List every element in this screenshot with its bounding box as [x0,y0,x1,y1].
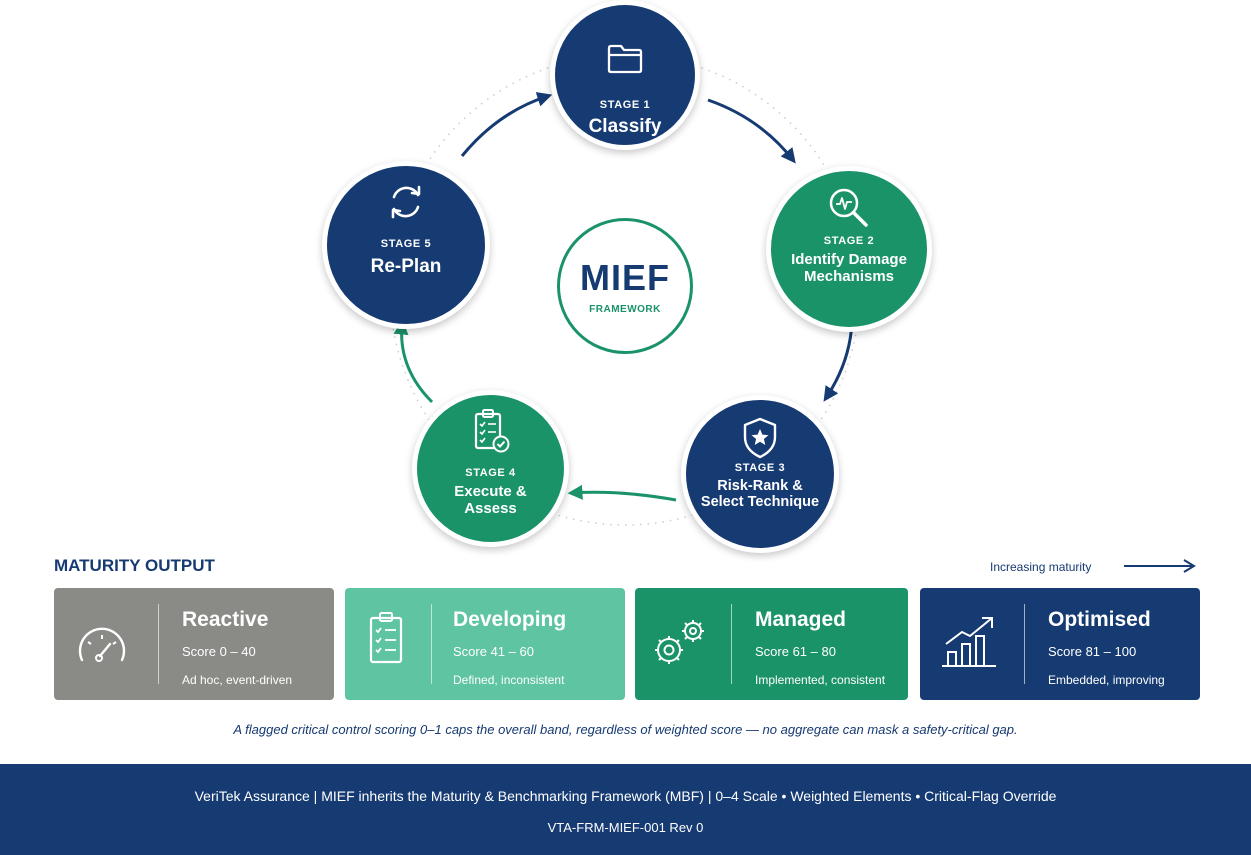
arrow-stage4-to-stage5 [393,319,434,404]
refresh-icon [391,185,421,219]
developing-desc: Defined, inconsistent [453,673,565,687]
developing-score: Score 41 – 60 [453,644,534,659]
maturity-card-optimised: Optimised Score 81 – 100 Embedded, impro… [920,588,1200,700]
stage-2-title: Identify Damage Mechanisms [771,251,927,285]
managed-score: Score 61 – 80 [755,644,836,659]
gauge-icon [78,627,126,662]
card-divider [1024,604,1025,684]
magnifier-icon [829,188,868,227]
reactive-desc: Ad hoc, event-driven [182,673,293,687]
stage-2-title-line-2: Mechanisms [803,267,895,285]
stage-5-title: Re-Plan [327,256,485,278]
mief-cycle-diagram: STAGE 1 Classify STAGE 2 Identify Damage… [322,0,932,553]
managed-title: Managed [755,608,847,631]
folder-icon [607,44,643,74]
stage-3-title-line-1: Risk-Rank & [717,478,803,494]
stage-3-title: Risk-Rank & Select Technique [686,478,834,511]
optimised-desc: Embedded, improving [1048,673,1165,687]
stage-2-node: STAGE 2 Identify Damage Mechanisms [766,166,932,332]
maturity-card-managed: Managed Score 61 – 80 Implemented, consi… [635,588,908,700]
stage-4-title-line-1: Execute & [454,483,527,500]
stage-2-title-line-1: Identify Damage [791,251,907,268]
card-divider [431,604,432,684]
stage-1-node: STAGE 1 Classify [550,0,700,150]
footer-bar: VeriTek Assurance | MIEF inherits the Ma… [0,764,1251,855]
arrow-stage2-to-stage3 [823,321,854,402]
arrow-right-icon [1124,559,1196,573]
arrow-stage5-to-stage1 [460,92,553,157]
reactive-score: Score 0 – 40 [182,644,256,659]
center-title: MIEF [580,257,670,298]
optimised-score: Score 81 – 100 [1048,644,1137,659]
checklist-icon [369,612,403,664]
stage-3-title-line-2: Select Technique [700,493,820,510]
maturity-heading: MATURITY OUTPUT [54,556,215,575]
stage-5-number: STAGE 5 [380,238,432,250]
stage-4-title-line-2: Assess [464,499,517,517]
center-subtitle: FRAMEWORK [589,304,661,315]
footer-description: VeriTek Assurance | MIEF inherits the Ma… [194,788,1057,804]
gears-icon [655,620,704,664]
card-divider [731,604,732,684]
optimised-title: Optimised [1048,608,1151,631]
stage-4-number: STAGE 4 [465,467,516,479]
stage-5-node: STAGE 5 Re-Plan [322,161,490,329]
stage-3-number: STAGE 3 [734,462,786,474]
arrow-stage1-to-stage2 [707,98,796,164]
document-reference: VTA-FRM-MIEF-001 Rev 0 [547,820,704,835]
arrow-stage3-to-stage4 [567,484,677,502]
managed-desc: Implemented, consistent [755,673,886,687]
stage-5-title-line: Re-Plan [370,256,442,277]
stage-1-title: Classify [555,116,695,138]
maturity-arrow-label: Increasing maturity [990,560,1092,574]
stage-3-node: STAGE 3 Risk-Rank & Select Technique [681,395,839,553]
stage-1-title-line: Classify [588,116,662,137]
stage-4-title: Execute & Assess [417,483,564,517]
developing-title: Developing [453,608,567,631]
shield-icon [743,417,777,459]
stage-1-number: STAGE 1 [599,99,651,111]
maturity-card-developing: Developing Score 41 – 60 Defined, incons… [345,588,625,700]
growth-chart-icon [942,617,996,667]
stage-2-number: STAGE 2 [823,235,875,247]
card-divider [158,604,159,684]
maturity-card-reactive: Reactive Score 0 – 40 Ad hoc, event-driv… [54,588,334,700]
mief-center: MIEF FRAMEWORK [557,218,693,354]
clipboard-check-icon [474,409,509,453]
stage-4-node: STAGE 4 Execute & Assess [412,390,569,547]
critical-flag-footnote: A flagged critical control scoring 0–1 c… [233,722,1018,737]
reactive-title: Reactive [182,608,269,631]
